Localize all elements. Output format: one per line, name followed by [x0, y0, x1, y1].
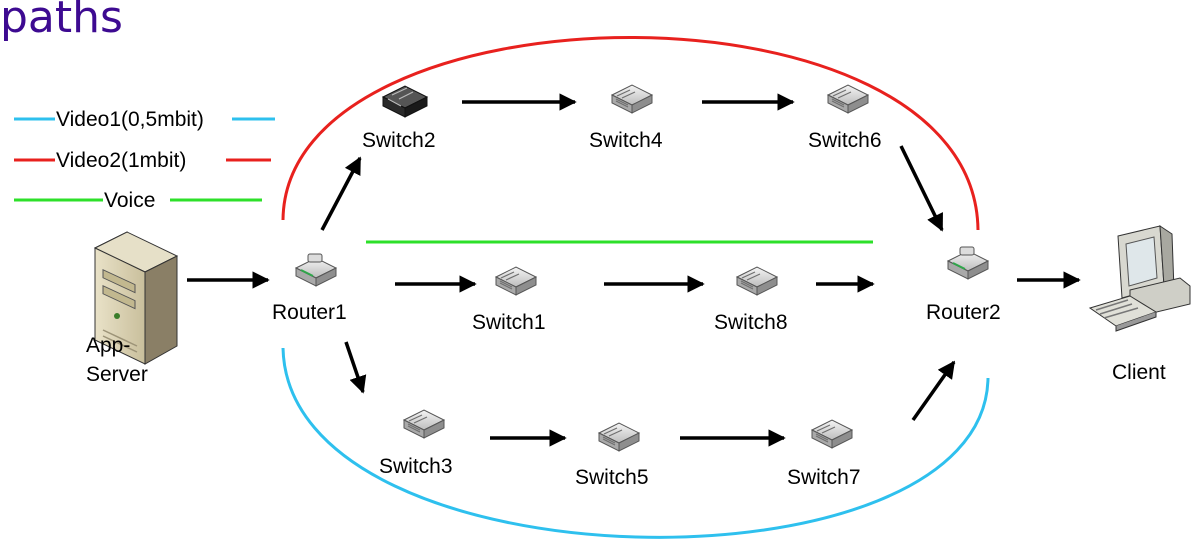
- network-switch-icon: [827, 84, 869, 114]
- switch2-node: Switch2: [362, 85, 436, 152]
- router-icon: [295, 253, 337, 287]
- legend-video1-label: Video1(0,5mbit): [56, 108, 204, 131]
- switch2-label: Switch2: [362, 129, 436, 152]
- switch7-node: Switch7: [787, 419, 861, 489]
- switch1-label: Switch1: [472, 311, 546, 334]
- legend-voice-label: Voice: [104, 189, 155, 212]
- arrow-router1-switch3: [344, 341, 367, 394]
- arrow-router1-switch2: [320, 156, 362, 231]
- legend-video2-label: Video2(1mbit): [56, 149, 186, 172]
- network-switch-icon: [403, 409, 445, 439]
- router1-label: Router1: [272, 301, 347, 324]
- switch1-node: Switch1: [472, 266, 546, 334]
- connection-arrows: [187, 93, 1081, 447]
- arrow-switch6-router2: [899, 145, 944, 232]
- arrow-switch7-router2: [911, 360, 956, 422]
- video2-path-curve: [281, 36, 980, 231]
- switch4-label: Switch4: [589, 129, 663, 152]
- network-switch-icon: [611, 84, 653, 114]
- switch7-label: Switch7: [787, 466, 861, 489]
- switch8-label: Switch8: [714, 311, 788, 334]
- desktop-computer-icon: [1088, 225, 1191, 332]
- network-switch-icon: [495, 266, 537, 296]
- app-server-label-line2: Server: [86, 363, 148, 386]
- router-icon: [947, 246, 989, 280]
- video1-path-curve: [281, 347, 990, 539]
- client-label: Client: [1112, 361, 1166, 384]
- switch3-label: Switch3: [379, 455, 453, 478]
- switch5-node: Switch5: [575, 422, 649, 489]
- page-title: paths: [0, 0, 123, 43]
- router2-node: Router2: [926, 246, 1001, 324]
- network-switch-icon: [598, 422, 640, 452]
- legend: Video1(0,5mbit) Video2(1mbit) Voice: [14, 108, 275, 212]
- switch6-label: Switch6: [808, 129, 882, 152]
- switch4-node: Switch4: [589, 84, 663, 152]
- switch6-node: Switch6: [808, 84, 882, 152]
- server-tower-icon: [93, 231, 179, 365]
- network-switch-icon: [736, 266, 778, 296]
- router2-label: Router2: [926, 301, 1001, 324]
- app-server-node: App- Server: [86, 231, 179, 386]
- switch5-label: Switch5: [575, 466, 649, 489]
- network-switch-icon: [811, 419, 853, 449]
- network-switch-icon: [382, 85, 428, 118]
- switch8-node: Switch8: [714, 266, 788, 334]
- app-server-label-line1: App-: [86, 334, 130, 357]
- client-node: Client: [1088, 225, 1191, 384]
- switch3-node: Switch3: [379, 409, 453, 478]
- router1-node: Router1: [272, 253, 347, 324]
